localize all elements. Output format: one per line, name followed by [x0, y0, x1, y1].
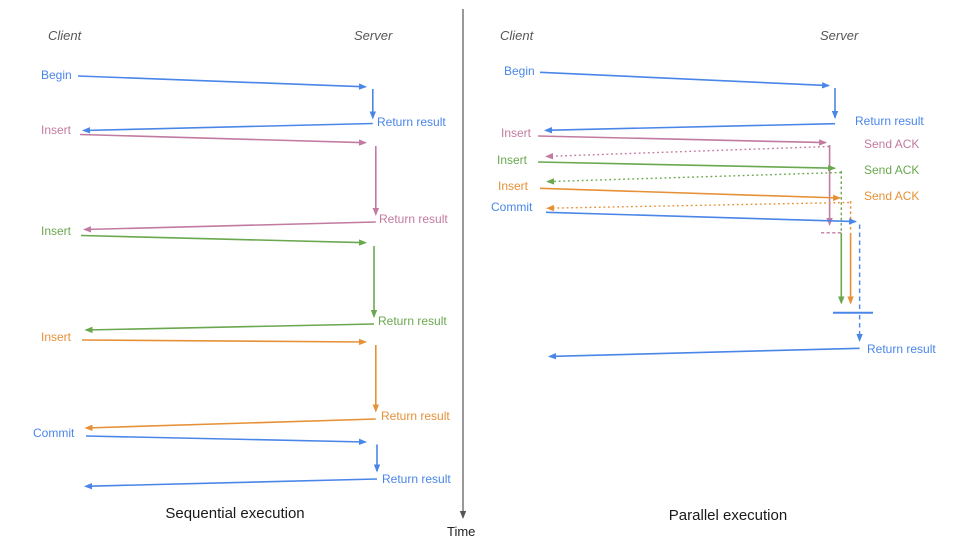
par-insert1-label: Insert: [501, 126, 532, 140]
par-insert3-ack-arrow: [546, 201, 850, 212]
par-begin-label: Begin: [504, 64, 535, 78]
par-insert3-label: Insert: [498, 179, 529, 193]
par-commit-return-arrow: [548, 347, 860, 360]
par-insert2-label: Insert: [497, 153, 528, 167]
seq-insert1-return-arrow: [83, 221, 376, 233]
par-begin-return-label: Return result: [855, 114, 924, 128]
seq-insert1-request-arrow: [79, 133, 367, 146]
seq-insert1-return-label: Return result: [379, 212, 448, 226]
server-header-left: Server: [354, 28, 393, 43]
time-axis-label: Time: [447, 524, 476, 539]
par-insert2-ack-arrow: [546, 171, 842, 185]
par-begin-return-arrow: [544, 122, 836, 134]
seq-commit-return-arrow: [84, 478, 378, 490]
sequential-execution-title: Sequential execution: [165, 505, 305, 522]
seq-insert2-request-arrow: [80, 234, 367, 246]
seq-commit-label: Commit: [33, 426, 75, 440]
par-commit-return-label: Return result: [867, 342, 936, 356]
par-commit-label: Commit: [491, 200, 533, 214]
seq-insert2-label: Insert: [41, 224, 72, 238]
seq-insert3-request-arrow: [81, 338, 367, 346]
seq-insert1-label: Insert: [41, 123, 72, 137]
seq-begin-request-arrow: [77, 75, 367, 90]
parallel-execution-title: Parallel execution: [668, 507, 788, 524]
par-insert3-request-arrow: [539, 187, 842, 201]
par-begin-request-arrow: [539, 71, 831, 89]
client-header-left: Client: [48, 28, 82, 43]
par-insert2-request-arrow: [537, 161, 837, 172]
seq-insert3-return-label: Return result: [381, 409, 450, 423]
seq-insert3-label: Insert: [41, 330, 72, 344]
seq-commit-return-label: Return result: [382, 472, 451, 486]
seq-insert2-return-arrow: [84, 323, 375, 334]
seq-begin-return-label: Return result: [377, 115, 446, 129]
par-commit-request-arrow: [545, 211, 858, 225]
par-insert1-ack-arrow: [545, 145, 830, 160]
seq-insert2-return-label: Return result: [378, 314, 447, 328]
par-insert1-request-arrow: [537, 135, 828, 146]
seq-insert3-return-arrow: [84, 418, 376, 431]
client-header-right: Client: [500, 28, 534, 43]
seq-begin-label: Begin: [41, 68, 72, 82]
seq-begin-return-arrow: [82, 122, 373, 134]
par-insert1-ack-label: Send ACK: [864, 137, 920, 151]
server-header-right: Server: [820, 28, 859, 43]
seq-commit-request-arrow: [85, 435, 367, 446]
par-insert3-ack-label: Send ACK: [864, 189, 920, 203]
par-insert2-ack-label: Send ACK: [864, 163, 920, 177]
